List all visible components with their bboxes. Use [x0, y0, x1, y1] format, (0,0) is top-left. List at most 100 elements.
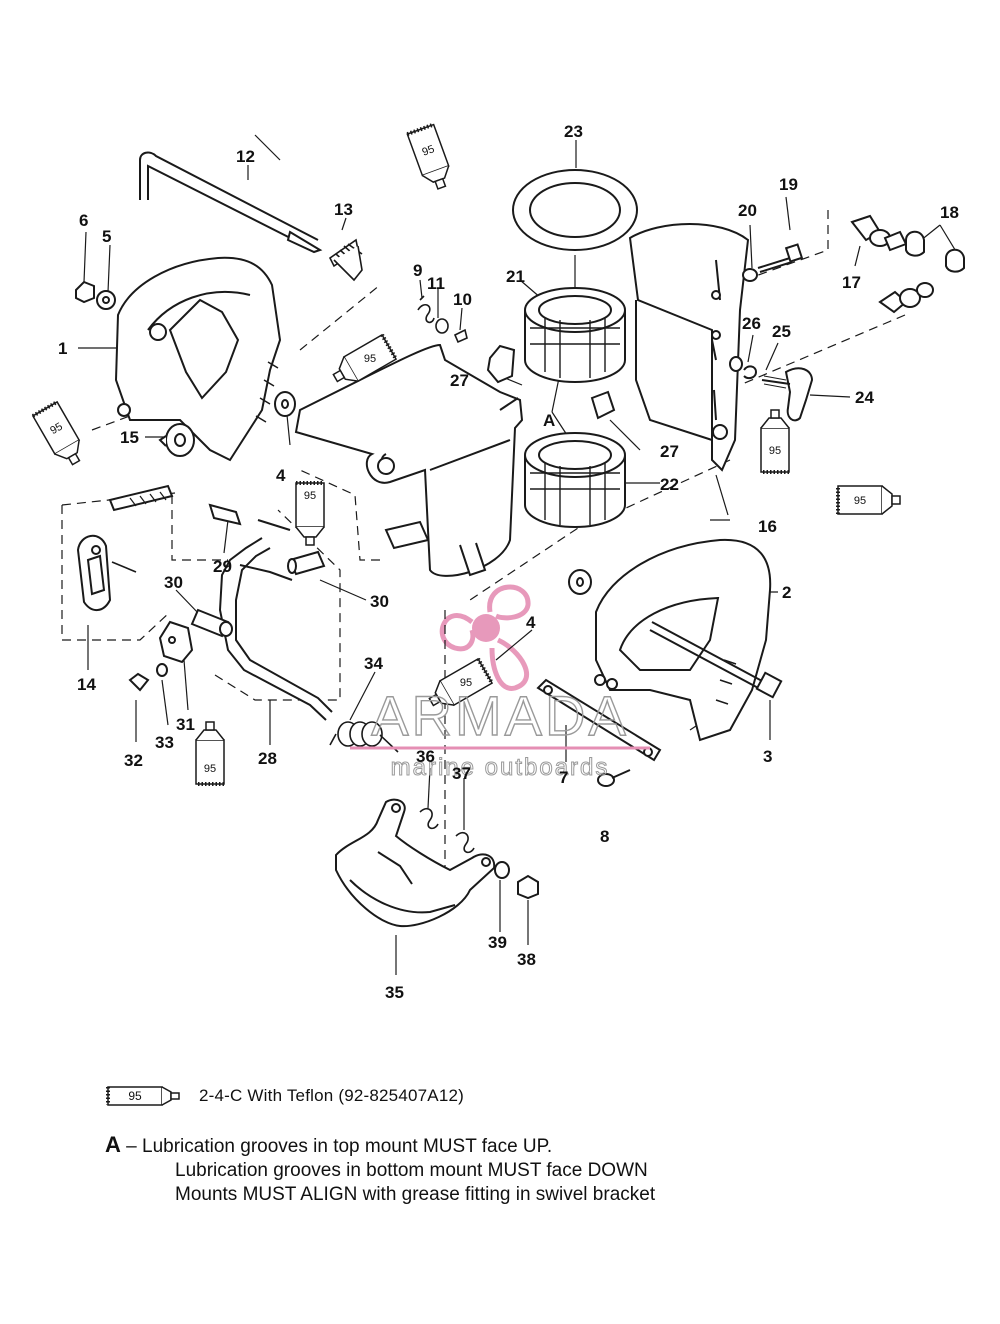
svg-text:95: 95 — [460, 677, 472, 689]
part-4-washers — [274, 391, 592, 595]
part-1-transom-bracket-left — [114, 256, 282, 462]
callout-labels: 1 2 3 4 4 5 6 7 8 9 10 11 12 13 14 15 16… — [58, 122, 959, 1002]
callout-23: 23 — [564, 122, 583, 141]
callout-6: 6 — [79, 211, 88, 230]
assembly-note: A – Lubrication grooves in top mount MUS… — [105, 1133, 655, 1207]
svg-text:95: 95 — [304, 490, 316, 502]
callout-7: 7 — [559, 768, 568, 787]
part-2-transom-bracket-right — [594, 538, 772, 742]
legend-text: 2-4-C With Teflon (92-825407A12) — [199, 1086, 465, 1105]
part-12-tilt-rod — [139, 151, 323, 254]
callout-9: 9 — [413, 261, 422, 280]
part-17-grease-fittings — [850, 214, 934, 314]
callout-30-right: 30 — [370, 592, 389, 611]
callout-4-right: 4 — [526, 613, 536, 632]
callout-11: 11 — [427, 274, 445, 293]
note-text-3: Mounts MUST ALIGN with grease fitting in… — [175, 1184, 656, 1205]
grease-tubes: 95 95 95 95 95 95 95 95 — [30, 122, 902, 786]
callout-14: 14 — [77, 675, 96, 694]
part-15-bushing — [158, 423, 195, 457]
part-31-32-33-bracket-bolt — [128, 620, 194, 692]
callout-28: 28 — [258, 749, 277, 768]
watermark-text: ARMADA marine outboards — [350, 683, 650, 782]
callout-36: 36 — [416, 747, 435, 766]
callout-26: 26 — [742, 314, 761, 333]
part-21-top-mount — [524, 287, 626, 383]
part-27-pads — [486, 344, 616, 420]
grease-tube-icon: 95 — [836, 484, 902, 516]
callout-29: 29 — [213, 557, 232, 576]
part-22-bottom-mount — [524, 432, 626, 528]
grease-tube-icon: 95 — [106, 1086, 180, 1106]
legend: 95 2-4-C With Teflon (92-825407A12) — [105, 1083, 464, 1109]
callout-13: 13 — [334, 200, 353, 219]
grease-tube-icon: 95 — [326, 332, 399, 393]
svg-text:95: 95 — [204, 763, 216, 775]
svg-text:95: 95 — [48, 421, 65, 438]
callout-17: 17 — [842, 273, 861, 292]
part-25-26-washers — [729, 356, 758, 380]
part-14-tilt-lever — [76, 484, 174, 611]
svg-text:95: 95 — [854, 495, 866, 507]
callout-37: 37 — [452, 764, 471, 783]
callout-5: 5 — [102, 227, 111, 246]
callout-39: 39 — [488, 933, 507, 952]
callout-31: 31 — [176, 715, 195, 734]
callout-3: 3 — [763, 747, 772, 766]
callout-25: 25 — [772, 322, 791, 341]
callout-1: 1 — [58, 339, 67, 358]
leader-lines — [78, 134, 961, 975]
callout-a: A — [543, 411, 555, 430]
note-letter: A — [105, 1132, 121, 1157]
callout-20: 20 — [738, 201, 757, 220]
part-19-bolt — [742, 243, 804, 282]
svg-text:95: 95 — [769, 445, 781, 457]
callout-33: 33 — [155, 733, 174, 752]
part-5-6-nut-washer — [75, 280, 116, 310]
part-18-caps — [905, 230, 965, 273]
part-8-screw — [597, 769, 631, 787]
callout-32: 32 — [124, 751, 143, 770]
part-38-39-bolt-washer — [494, 861, 539, 900]
part-16-swivel-bracket — [628, 223, 750, 472]
callout-35: 35 — [385, 983, 404, 1002]
part-34-spring — [329, 721, 399, 753]
part-28-29-tilt-rod-assembly — [208, 503, 333, 721]
callout-2: 2 — [782, 583, 791, 602]
part-7-plate — [536, 678, 662, 762]
callout-38: 38 — [517, 950, 536, 969]
note-text-2: Lubrication grooves in bottom mount MUST… — [175, 1160, 648, 1181]
part-9-10-11-small-parts — [417, 295, 468, 344]
part-23-ring — [512, 169, 638, 251]
svg-text:95: 95 — [421, 143, 437, 158]
grease-tube-icon: 95 — [194, 720, 226, 786]
callout-10: 10 — [453, 290, 472, 309]
watermark-brand: ARMADA — [371, 684, 629, 747]
callout-12: 12 — [236, 147, 255, 166]
note-text-1: Lubrication grooves in top mount MUST fa… — [142, 1136, 553, 1157]
watermark-tagline: marine outboards — [391, 754, 610, 781]
exploded-parts-diagram: 95 95 95 95 95 95 95 95 ARMADA marine ou… — [30, 122, 965, 1002]
callout-21: 21 — [506, 267, 525, 286]
callout-4-left: 4 — [276, 466, 286, 485]
part-30-sleeves — [190, 550, 326, 638]
part-36-37-springs — [419, 807, 475, 854]
callout-27-right: 27 — [660, 442, 679, 461]
grease-tube-icon: 95 — [759, 408, 791, 474]
swivel-housing — [294, 343, 524, 577]
callout-19: 19 — [779, 175, 798, 194]
part-35-reverse-lock-cam — [335, 798, 496, 928]
callout-18: 18 — [940, 203, 959, 222]
callout-22: 22 — [660, 475, 679, 494]
callout-16: 16 — [758, 517, 777, 536]
part-24-lock-handle — [761, 367, 814, 422]
callout-27-left: 27 — [450, 371, 469, 390]
callout-24: 24 — [855, 388, 874, 407]
svg-text:95: 95 — [364, 353, 376, 365]
part-3-through-bolt — [649, 621, 783, 699]
callout-8: 8 — [600, 827, 609, 846]
grease-tube-icon: 95 — [30, 399, 91, 472]
part-13-spring — [328, 238, 363, 282]
grease-tube-icon: 95 — [294, 481, 326, 547]
